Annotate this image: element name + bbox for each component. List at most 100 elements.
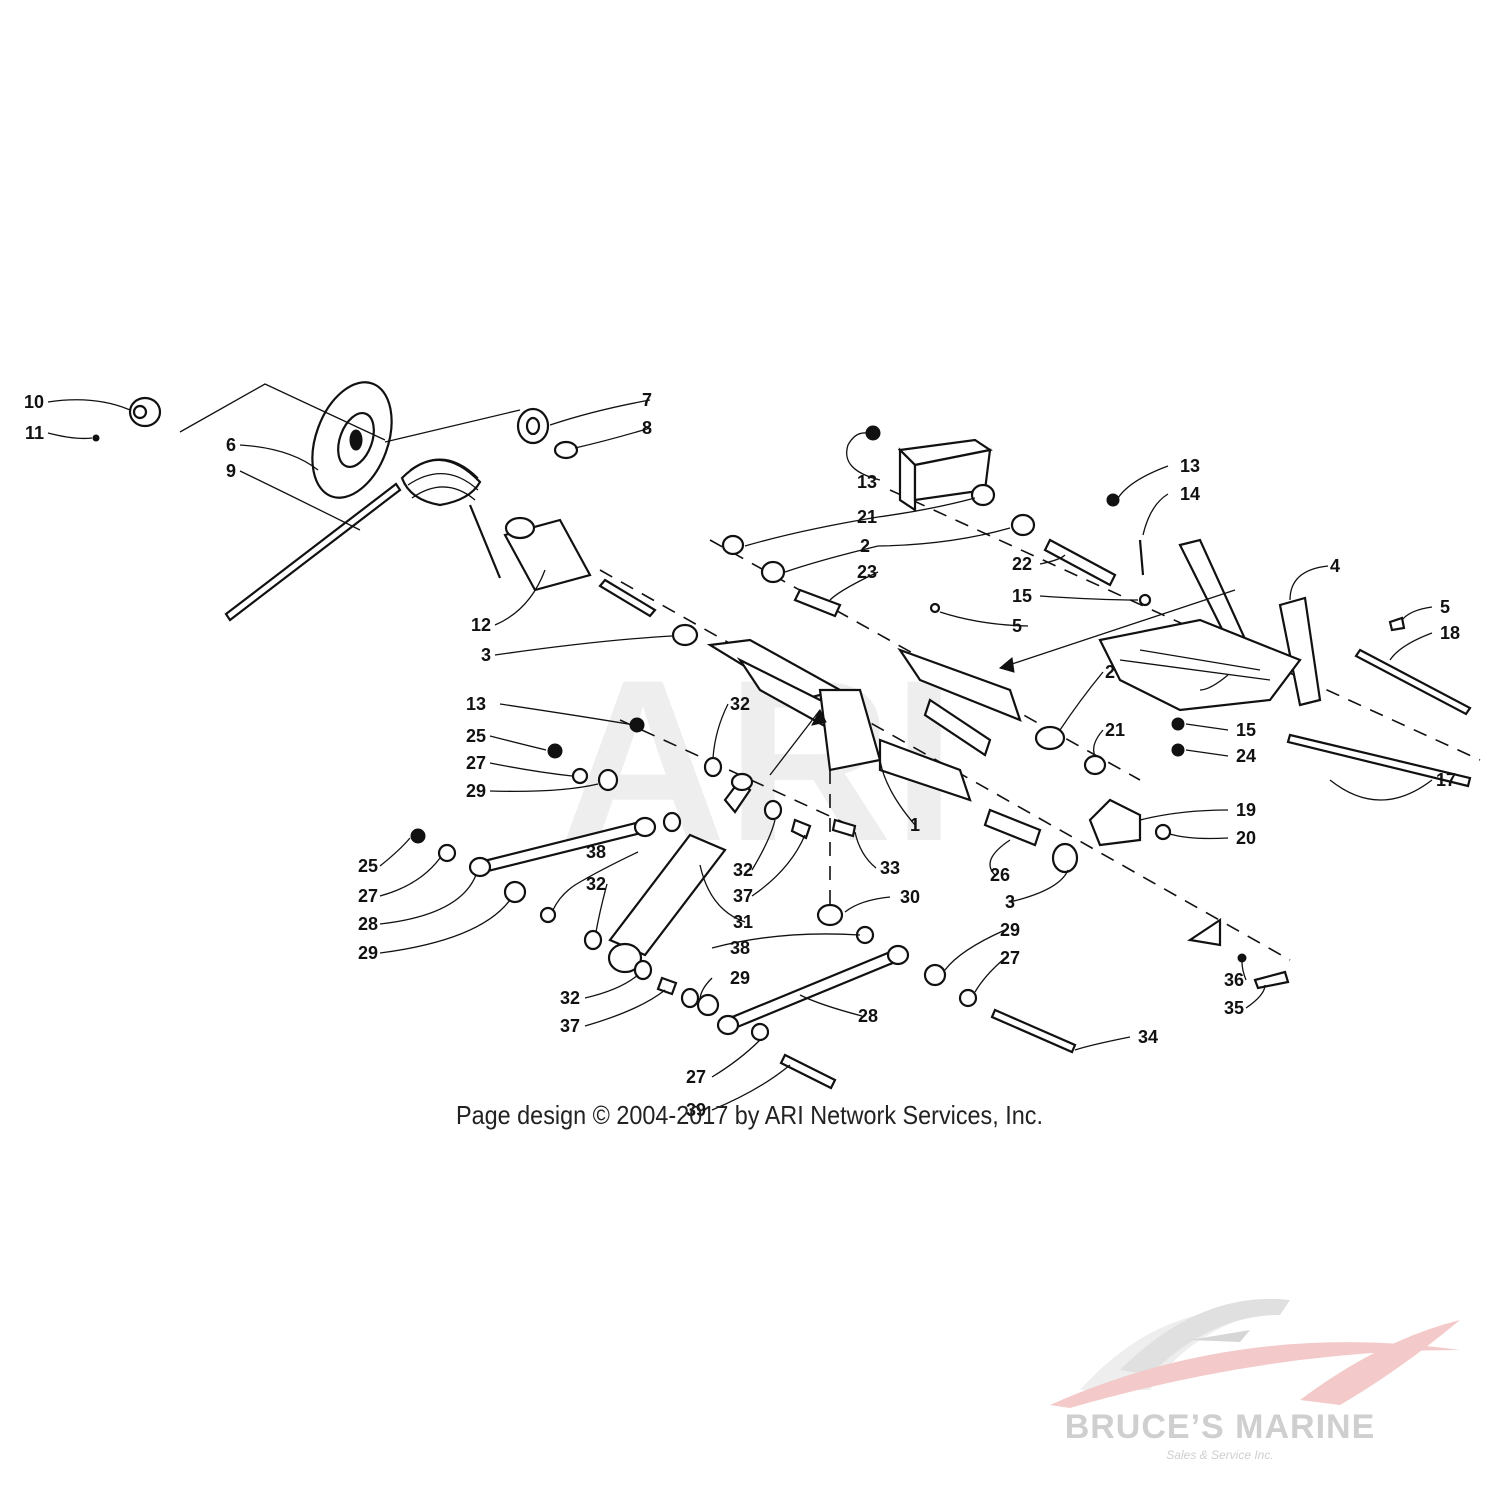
callout-29-c: 29 [730,968,750,988]
nut-13b [1106,493,1120,507]
callout-4: 4 [1330,556,1340,576]
callout-18: 18 [1440,623,1460,643]
bolt-21a [970,483,996,507]
bolt-35 [1253,970,1290,990]
callout-9: 9 [226,461,236,481]
washer-27d [750,1022,770,1042]
washer-27a [571,767,589,785]
dealer-logo: BRUCE’S MARINE Sales & Service Inc. [1040,1280,1460,1480]
callout-3: 3 [481,645,491,665]
snap-ring-8 [553,440,579,460]
callout-11: 11 [25,423,44,443]
callout-23: 23 [857,562,877,582]
callout-labels: 10 11 6 9 7 8 12 3 13 21 2 23 22 14 13 1… [24,390,1460,1120]
washer-20 [1154,823,1172,841]
idler-wheel [311,381,393,499]
bushing-2b [1034,725,1066,751]
washer-36 [1237,953,1247,963]
callout-19: 19 [1236,800,1256,820]
callout-32-b: 32 [586,874,606,894]
callout-5-right: 5 [1440,597,1450,617]
swing-arm-1 [706,638,1022,802]
upper-bracket [897,438,993,513]
washer-38b [539,906,557,924]
bolt-33 [831,818,857,838]
nut-25b [410,828,426,844]
callout-25-a: 25 [466,726,486,746]
callout-10: 10 [24,392,44,412]
callout-21-upper: 21 [857,507,877,527]
callout-8: 8 [642,418,652,438]
bolt-17 [1286,733,1472,788]
end-plate-19 [1088,798,1142,847]
bolt-21b [1083,754,1107,776]
bushing-29d [696,993,720,1017]
callout-12: 12 [471,615,491,635]
callout-27-c: 27 [1000,948,1020,968]
callout-27-a: 27 [466,753,486,773]
callout-34: 34 [1138,1027,1158,1047]
callout-5-center: 5 [1012,616,1022,636]
callout-6: 6 [226,435,236,455]
callout-38-a: 38 [586,842,606,862]
set-screw-11 [92,434,100,442]
callout-25-b: 25 [358,856,378,876]
nut-13a [865,425,881,441]
bushing-32b [763,799,783,821]
bushing-2c [760,560,786,584]
callout-27-d: 27 [686,1067,706,1087]
callout-32-d: 32 [560,988,580,1008]
callout-15-upper: 15 [1012,586,1032,606]
callout-33: 33 [880,858,900,878]
sleeve-37a [790,818,812,840]
callout-21-right: 21 [1105,720,1125,740]
callout-31: 31 [733,912,753,932]
callout-32-a: 32 [730,694,750,714]
bushing-29c [923,963,947,987]
shock-absorber-31 [607,772,754,974]
bushing-32d [633,959,653,981]
bolt-34 [990,1008,1077,1054]
callout-38-b: 38 [730,938,750,958]
callout-27-b: 27 [358,886,378,906]
callout-36: 36 [1224,970,1244,990]
direction-arrows [811,657,1015,726]
callout-2-upper: 2 [860,536,870,556]
bearing-7 [516,407,550,445]
link-rod-28b [716,944,910,1036]
callout-13-left: 13 [466,694,486,714]
callout-24: 24 [1236,746,1256,766]
washer-27c [958,988,978,1008]
callout-28-a: 28 [358,914,378,934]
pin-26 [983,808,1042,847]
washer-38a [662,811,682,833]
washer-29d [680,987,700,1009]
hex-nut-10 [128,396,162,428]
bushing-29b [503,880,527,904]
callout-29-a: 29 [466,781,486,801]
nut-24 [1171,743,1185,757]
bushing-3b [1051,842,1079,874]
washer-15b [1171,717,1185,731]
callout-28-b: 28 [858,1006,878,1026]
callout-2-right: 2 [1105,662,1115,682]
bushing-12 [503,516,592,592]
bushing-32a [703,756,723,778]
grease-fitting-5a [1388,616,1406,632]
torsion-spring [224,458,502,622]
bushing-2a [1010,513,1036,537]
callout-3-lower: 3 [1005,892,1015,912]
callout-26: 26 [990,865,1010,885]
bolt-14 [1138,539,1145,576]
callout-14: 14 [1180,484,1200,504]
callout-13-upper: 13 [857,472,877,492]
bolt-21c [721,534,745,556]
nut-25a [547,743,563,759]
callout-13-right: 13 [1180,456,1200,476]
copyright-credit: Page design © 2004-2017 by ARI Network S… [456,1100,1043,1130]
callout-30: 30 [900,887,920,907]
bushing-29a [597,768,619,792]
pin-22 [1043,538,1117,587]
link-rod-28a [468,816,657,878]
